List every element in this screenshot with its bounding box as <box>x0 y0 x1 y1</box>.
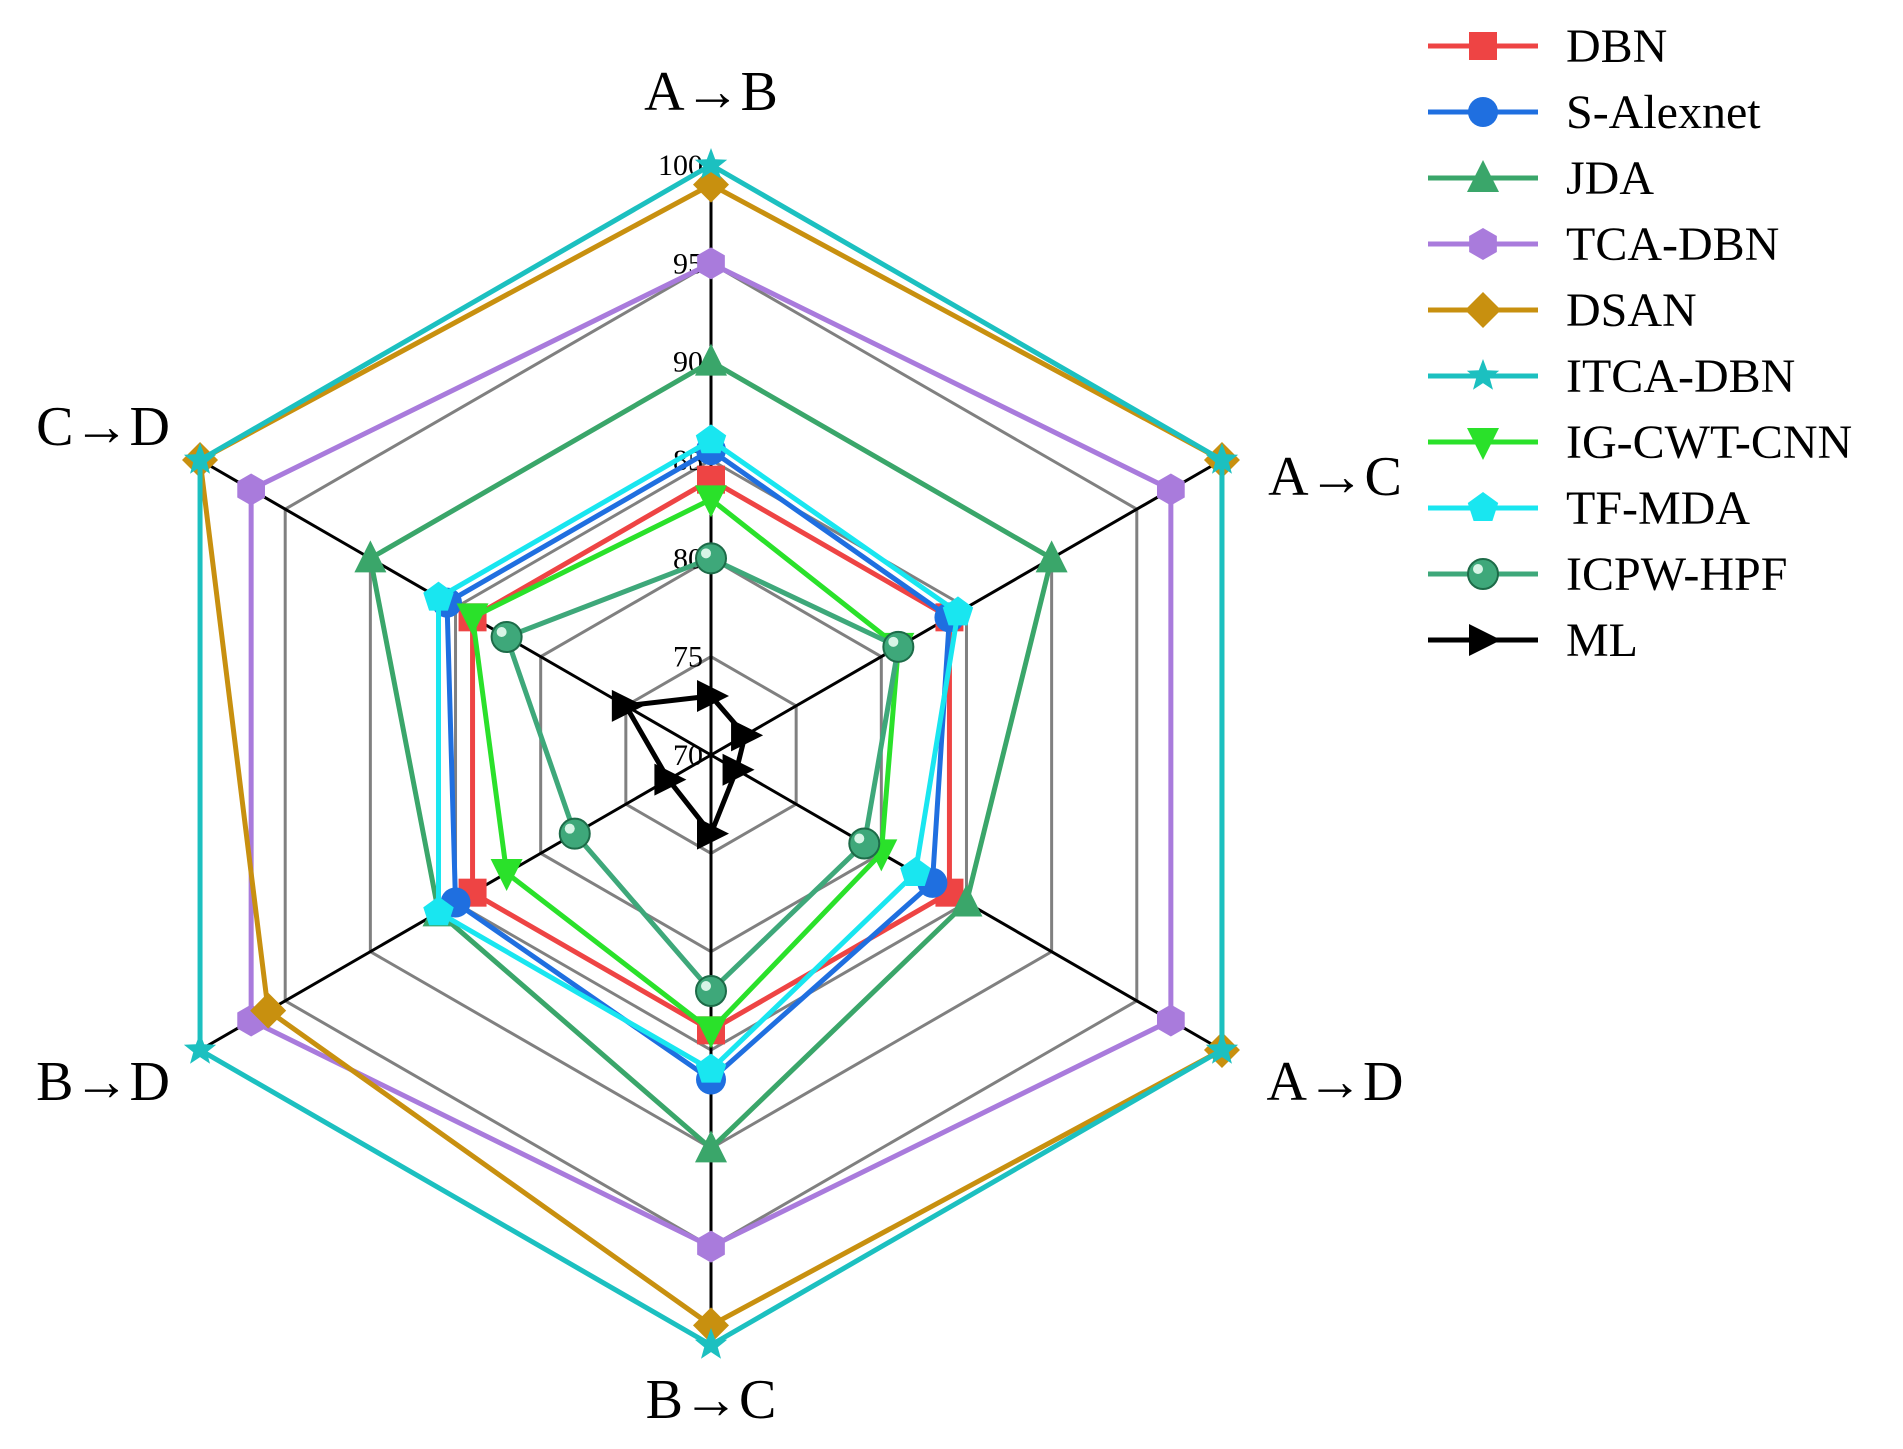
tick-label-75: 75 <box>673 641 703 674</box>
legend-item-DSAN: DSAN <box>1428 284 1697 337</box>
point-ICPW-HPF-A→C-highlight <box>888 636 899 647</box>
point-ML-A→B <box>697 680 729 712</box>
point-ICPW-HPF-B→C-highlight <box>701 981 711 991</box>
legend-item-DBN: DBN <box>1428 20 1667 73</box>
point-JDA-A→C <box>1035 540 1068 573</box>
point-DSAN-B→D <box>250 992 287 1029</box>
point-TF-MDA-A→C <box>942 596 974 626</box>
legend-item-JDA: JDA <box>1428 152 1654 205</box>
point-DSAN-B→C <box>693 1307 729 1344</box>
point-ITCA-DBN-A→B <box>694 148 728 179</box>
point-ITCA-DBN-A→C <box>1205 443 1239 474</box>
legend-item-TCA-DBN: TCA-DBN <box>1428 218 1779 271</box>
axis-label-1: A→C <box>1268 446 1402 508</box>
point-ML-A→C <box>731 719 764 752</box>
legend-marker-ITCA-DBN <box>1466 359 1500 390</box>
legend-item-ICPW-HPF: ICPW-HPF <box>1428 548 1787 601</box>
legend-marker-S-Alexnet <box>1468 97 1498 127</box>
legend-marker-ICPW-HPF <box>1467 558 1499 590</box>
legend-item-S-Alexnet: S-Alexnet <box>1428 86 1761 139</box>
point-ICPW-HPF-B→D <box>558 817 591 850</box>
point-ICPW-HPF-A→B-highlight <box>701 548 711 559</box>
axis-label-0: A→B <box>644 61 778 123</box>
point-ICPW-HPF-A→C <box>882 630 915 663</box>
axis-layer <box>199 165 1223 1345</box>
legend-label-S-Alexnet: S-Alexnet <box>1566 86 1761 139</box>
legend-label-JDA: JDA <box>1566 152 1654 205</box>
point-ICPW-HPF-A→D <box>848 827 881 860</box>
point-ML-A→D <box>722 753 755 786</box>
point-ICPW-HPF-A→B <box>695 542 727 575</box>
point-JDA-C→D <box>354 540 387 573</box>
point-ICPW-HPF-A→D-highlight <box>854 833 865 844</box>
series-ITCA-DBN <box>183 148 1239 1359</box>
series-ICPW-HPF <box>490 542 915 1007</box>
point-IG-CWT-CNN-B→C <box>695 1016 727 1049</box>
axis-label-4: B→D <box>36 1051 170 1113</box>
legend-item-TF-MDA: TF-MDA <box>1428 482 1750 535</box>
point-TF-MDA-B→C <box>695 1053 727 1083</box>
legend-marker-TCA-DBN <box>1469 228 1497 260</box>
point-TCA-DBN-A→C <box>1157 473 1185 506</box>
tick-label-100: 100 <box>658 149 703 182</box>
point-IG-CWT-CNN-A→B <box>695 485 727 518</box>
series-TCA-DBN <box>237 247 1185 1263</box>
legend-marker-IG-CWT-CNN <box>1467 428 1499 460</box>
legend-label-TF-MDA: TF-MDA <box>1566 482 1750 535</box>
legend-label-TCA-DBN: TCA-DBN <box>1566 218 1779 271</box>
legend-label-ICPW-HPF: ICPW-HPF <box>1566 548 1787 601</box>
legend-marker-DBN <box>1469 32 1497 60</box>
legend-marker-JDA <box>1467 160 1499 192</box>
axis-label-3: B→C <box>646 1369 777 1431</box>
point-TF-MDA-C→D <box>423 581 454 611</box>
series-layer <box>182 148 1240 1359</box>
point-ICPW-HPF-C→D <box>490 621 523 653</box>
point-TCA-DBN-A→D <box>1157 1004 1185 1037</box>
point-TF-MDA-B→D <box>423 896 454 926</box>
point-ITCA-DBN-C→D <box>183 443 217 474</box>
point-ICPW-HPF-C→D-highlight <box>496 627 507 637</box>
point-TF-MDA-A→B <box>695 424 727 454</box>
point-JDA-A→B <box>695 343 727 376</box>
point-TCA-DBN-C→D <box>237 473 265 506</box>
legend-marker-TF-MDA <box>1467 492 1499 521</box>
point-IG-CWT-CNN-B→D <box>490 859 523 891</box>
point-JDA-B→C <box>695 1130 727 1163</box>
point-ICPW-HPF-B→C <box>695 975 727 1007</box>
series-TF-MDA <box>423 424 974 1083</box>
legend-item-IG-CWT-CNN: IG-CWT-CNN <box>1428 416 1852 469</box>
legend-label-IG-CWT-CNN: IG-CWT-CNN <box>1566 416 1852 469</box>
point-ITCA-DBN-A→D <box>1205 1033 1239 1064</box>
axis-label-layer: A→B A→C A→D B→C B→D C→D <box>36 61 1403 1431</box>
axis-label-5: C→D <box>36 396 170 458</box>
legend-marker-ICPW-HPF-highlight <box>1473 564 1483 574</box>
legend-label-DBN: DBN <box>1566 20 1667 73</box>
tick-label-70: 70 <box>673 739 703 772</box>
point-ML-B→C <box>697 817 729 850</box>
legend-item-ML: ML <box>1428 614 1638 667</box>
point-JDA-A→D <box>950 884 983 917</box>
point-ML-B→D <box>654 763 687 796</box>
point-TCA-DBN-A→B <box>697 247 725 280</box>
legend-item-ITCA-DBN: ITCA-DBN <box>1428 350 1795 403</box>
legend-label-ML: ML <box>1566 614 1638 667</box>
point-TF-MDA-A→D <box>900 857 931 886</box>
legend-marker-ML <box>1469 624 1501 656</box>
point-ITCA-DBN-B→C <box>694 1328 728 1359</box>
legend-label-ITCA-DBN: ITCA-DBN <box>1566 350 1795 403</box>
point-TCA-DBN-B→C <box>697 1230 725 1263</box>
point-ML-C→D <box>611 689 644 722</box>
point-IG-CWT-CNN-C→D <box>456 603 489 636</box>
legend-marker-DSAN <box>1465 292 1501 328</box>
series-line-ICPW-HPF <box>504 555 901 994</box>
axis-label-2: A→D <box>1267 1051 1404 1113</box>
point-ICPW-HPF-B→D-highlight <box>564 823 575 834</box>
point-ITCA-DBN-B→D <box>183 1033 217 1064</box>
series-ML <box>611 680 764 850</box>
legend-label-DSAN: DSAN <box>1566 284 1697 337</box>
